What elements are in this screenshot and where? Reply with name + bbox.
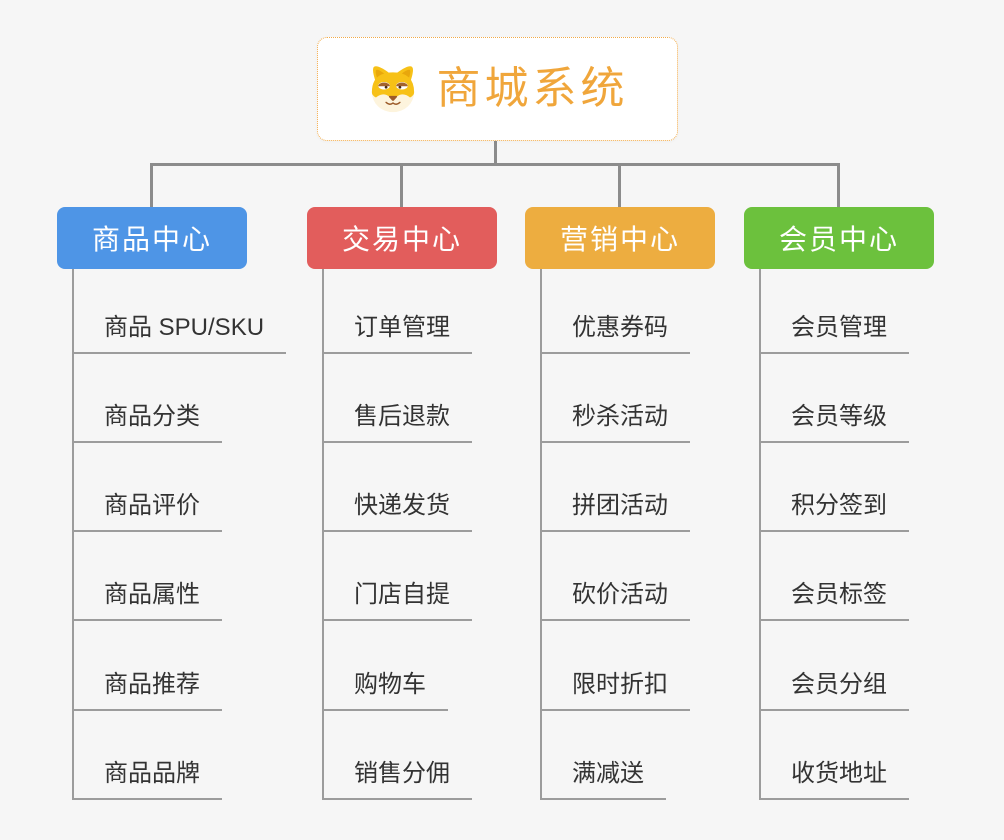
leaf-node[interactable]: 拼团活动: [540, 492, 690, 532]
leaf-node[interactable]: 收货地址: [759, 760, 909, 800]
leaf-node[interactable]: 商品品牌: [72, 760, 222, 800]
branch-label: 会员中心: [778, 224, 899, 255]
trunk-line-product: [72, 269, 74, 800]
leaf-node[interactable]: 商品评价: [72, 492, 222, 532]
leaf-node[interactable]: 门店自提: [322, 581, 472, 621]
branch-label: 交易中心: [341, 224, 462, 255]
leaf-node[interactable]: 会员标签: [759, 581, 909, 621]
leaf-node[interactable]: 订单管理: [322, 314, 472, 354]
leaf-node[interactable]: 售后退款: [322, 403, 472, 443]
connector-root-stem: [494, 141, 497, 166]
branch-node-product-center[interactable]: 商品中心: [57, 207, 247, 269]
leaf-node[interactable]: 销售分佣: [322, 760, 472, 800]
leaf-node[interactable]: 商品 SPU/SKU: [72, 314, 287, 354]
leaf-node[interactable]: 会员等级: [759, 403, 909, 443]
connector-rail: [150, 163, 840, 166]
leaf-node[interactable]: 积分签到: [759, 492, 909, 532]
dog-face-icon: [371, 66, 414, 113]
branch-node-marketing-center[interactable]: 营销中心: [525, 207, 715, 269]
branch-label: 商品中心: [91, 224, 212, 255]
connector-drop-member: [837, 163, 840, 208]
leaf-node[interactable]: 商品分类: [72, 403, 222, 443]
leaf-node[interactable]: 会员分组: [759, 671, 909, 711]
trunk-line-marketing: [540, 269, 542, 800]
connector-drop-trade: [400, 163, 403, 208]
leaf-node[interactable]: 快递发货: [322, 492, 472, 532]
root-node[interactable]: 商城系统: [317, 37, 678, 141]
branch-node-trade-center[interactable]: 交易中心: [307, 207, 497, 269]
leaf-node[interactable]: 购物车: [322, 671, 448, 711]
root-title: 商城系统: [436, 64, 629, 113]
trunk-line-trade: [322, 269, 324, 800]
leaf-node[interactable]: 会员管理: [759, 314, 909, 354]
leaf-node[interactable]: 商品属性: [72, 581, 222, 621]
leaf-node[interactable]: 满减送: [540, 760, 666, 800]
leaf-node[interactable]: 限时折扣: [540, 671, 690, 711]
branch-label: 营销中心: [559, 224, 680, 255]
connector-drop-marketing: [618, 163, 621, 208]
trunk-line-member: [759, 269, 761, 800]
connector-drop-product: [150, 163, 153, 208]
leaf-node[interactable]: 优惠券码: [540, 314, 690, 354]
leaf-node[interactable]: 商品推荐: [72, 671, 222, 711]
leaf-node[interactable]: 秒杀活动: [540, 403, 690, 443]
branch-node-member-center[interactable]: 会员中心: [744, 207, 934, 269]
leaf-node[interactable]: 砍价活动: [540, 581, 690, 621]
